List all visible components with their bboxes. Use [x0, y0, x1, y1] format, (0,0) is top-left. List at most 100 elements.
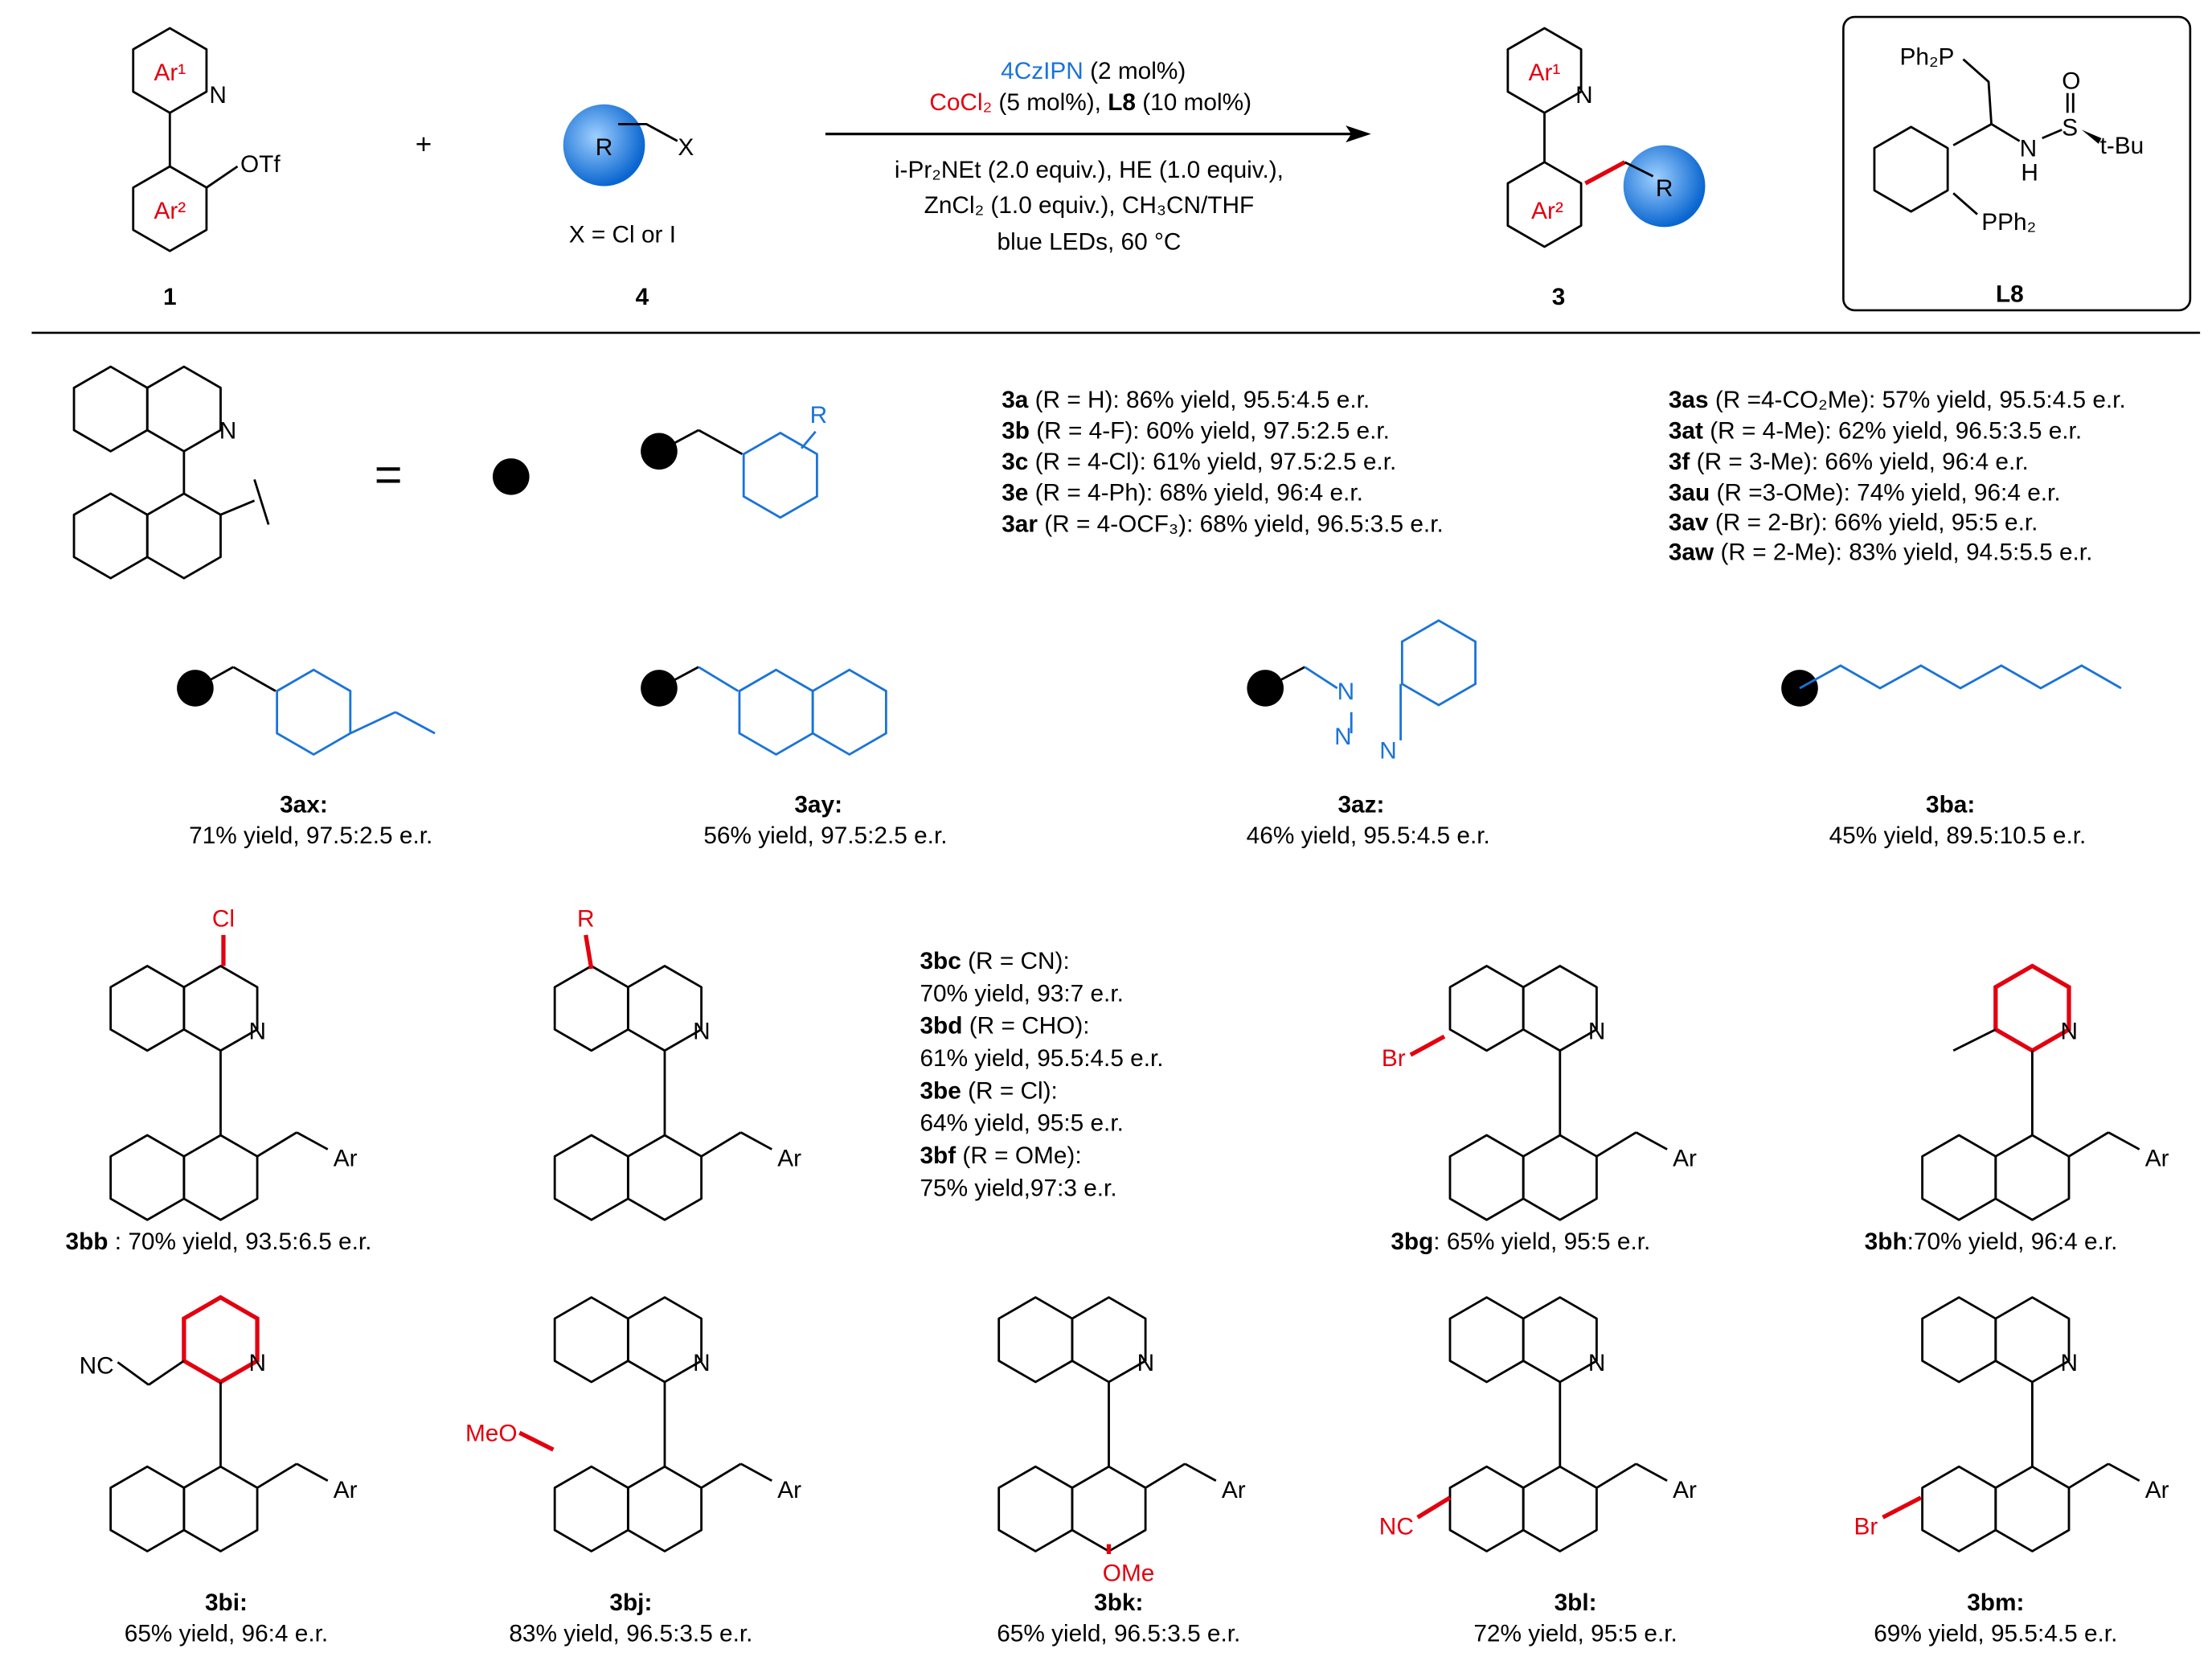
atom-label: Ar: [1673, 1146, 1697, 1172]
compound-label-3: 3: [1552, 284, 1566, 310]
label-3ax: 3ax:: [280, 791, 328, 818]
label-3bi: 3bi:: [205, 1589, 248, 1616]
naphthalene-ring: [626, 1465, 703, 1552]
bond: [801, 430, 817, 449]
conditions-line-5: blue LEDs, 60 °C: [997, 228, 1182, 255]
benzyl-results-col2: 3as (R =4-CO₂Me): 57% yield, 95.5:4.5 e.…: [1669, 387, 2126, 565]
bond: [206, 165, 239, 189]
r-label: R: [596, 134, 613, 161]
atom-label: Ar: [334, 1146, 358, 1172]
meo-substituent: MeO: [465, 1421, 518, 1447]
label-3bc: 3bc (R = CN):: [920, 948, 1069, 974]
bond: [253, 478, 270, 525]
result-3ar: 3ar (R = 4-OCF₃): 68% yield, 96.5:3.5 e.…: [1002, 511, 1444, 537]
pyridine-ring: [626, 965, 703, 1052]
legend-structure: N = R: [219, 402, 827, 501]
equals-sign: =: [375, 447, 403, 501]
ring: [72, 492, 149, 580]
benzene-ring: [1506, 161, 1583, 248]
bond: [1635, 1462, 1668, 1482]
bond: [256, 1462, 297, 1489]
arrow-head-icon: [1346, 125, 1371, 143]
atom-label: Ar: [1673, 1477, 1697, 1503]
octyl-chain: [1799, 664, 2122, 690]
result-3bi: 65% yield, 96:4 e.r.: [125, 1621, 328, 1647]
bond: [117, 1361, 150, 1386]
compound-label-4: 4: [636, 284, 649, 310]
bond: [1264, 666, 1305, 690]
benzyl-results-col1: 3a (R = H): 86% yield, 95.5:4.5 e.r. 3b …: [1002, 387, 1444, 537]
benzene-ring: [132, 165, 208, 252]
naphthalene-ring: [1448, 1465, 1525, 1552]
ring: [145, 365, 222, 453]
result-3bk: 65% yield, 96.5:3.5 e.r.: [997, 1621, 1240, 1647]
result-3e: 3e (R = 4-Ph): 68% yield, 96:4 e.r.: [1002, 480, 1363, 507]
bond: [395, 711, 436, 735]
benzene-ring: [742, 431, 818, 519]
bond: [698, 666, 739, 692]
reactant-1: Ar¹ N Ar² OTf 1: [154, 59, 281, 310]
benzo-ring: [553, 965, 629, 1052]
atom-label: Ar: [1222, 1477, 1246, 1503]
conditions-line-4: ZnCl₂ (1.0 equiv.), CH₃CN/THF: [924, 192, 1255, 219]
result-3aw: 3aw (R = 2-Me): 83% yield, 94.5:5.5 e.r.: [1669, 539, 2093, 565]
alkyl-ball-icon: [1623, 145, 1706, 228]
bond: [219, 499, 256, 516]
atom-label: N: [1588, 1350, 1606, 1376]
atom-label: Ar: [777, 1146, 801, 1172]
ligand-l8-box: Ph₂P N H S O t-Bu PPh₂ L8: [1842, 15, 2192, 312]
bond: [1184, 1462, 1217, 1482]
atom-label: N: [249, 1019, 267, 1045]
pyridine-ring: [1522, 965, 1598, 1052]
pph2-group: PPh₂: [1981, 209, 2036, 236]
bond: [1596, 1462, 1637, 1489]
benzo-ring: [553, 1296, 629, 1384]
ar2-label: Ar²: [1531, 198, 1563, 224]
plus-sign: +: [416, 129, 432, 160]
attachment-dot-icon: [1781, 670, 1818, 707]
otf-group: OTf: [240, 151, 281, 178]
ar1-label: Ar¹: [1529, 59, 1561, 86]
benzo-ring: [109, 965, 186, 1052]
s-atom: S: [2062, 114, 2078, 141]
pyridine-ring: [182, 965, 259, 1052]
naphthalene-ring: [1994, 1134, 2071, 1221]
br-substituent: Br: [1854, 1513, 1878, 1540]
row2-results: 3ax: 71% yield, 97.5:2.5 e.r. 3ay: 56% y…: [189, 679, 2086, 849]
atom-label: N: [693, 1350, 711, 1376]
result-3bd: 61% yield, 95.5:4.5 e.r.: [920, 1045, 1163, 1072]
bond: [700, 1462, 742, 1489]
r-label: R: [1656, 175, 1673, 202]
product-3: Ar¹ N Ar² R 3: [1529, 59, 1706, 310]
tbu-group: t-Bu: [2100, 133, 2144, 159]
photocatalyst-line: 4CzIPN (2 mol%): [1001, 58, 1186, 84]
bond: [740, 1131, 772, 1150]
naphthalene-ring: [626, 1134, 703, 1221]
ring: [145, 492, 222, 580]
naphthalene-ring: [1522, 1134, 1598, 1221]
n-atom: N: [1334, 724, 1352, 750]
pyridine-ring: [1522, 1296, 1598, 1384]
naphthalene-ring: [1071, 1465, 1147, 1552]
result-3bj: 83% yield, 96.5:3.5 e.r.: [509, 1621, 752, 1647]
bond: [518, 1430, 555, 1452]
result-3ba: 45% yield, 89.5:10.5 e.r.: [1829, 822, 2087, 849]
ring: [738, 668, 814, 757]
ring: [811, 668, 887, 757]
atom-label: N: [2060, 1019, 2078, 1045]
naphthalene-ring: [553, 1465, 629, 1552]
r-substituent: R: [577, 905, 595, 932]
ligand-label: L8: [1996, 281, 2024, 307]
ph2p-group: Ph₂P: [1900, 44, 1955, 71]
benzo-ring: [1921, 1296, 1997, 1384]
result-3bg: 3bg: 65% yield, 95:5 e.r.: [1391, 1228, 1650, 1255]
atom-label: Ar: [2145, 1477, 2169, 1503]
benzo-ring: [997, 1296, 1074, 1384]
benzene-ring: [276, 668, 352, 757]
ar1-label: Ar¹: [154, 59, 186, 86]
atom-label: N: [1588, 1019, 1606, 1045]
cl-substituent: Cl: [212, 905, 235, 932]
result-3bl: 72% yield, 95:5 e.r.: [1473, 1621, 1677, 1647]
n-atom: N: [209, 82, 227, 109]
result-3av: 3av (R = 2-Br): 66% yield, 95:5 e.r.: [1669, 510, 2038, 536]
